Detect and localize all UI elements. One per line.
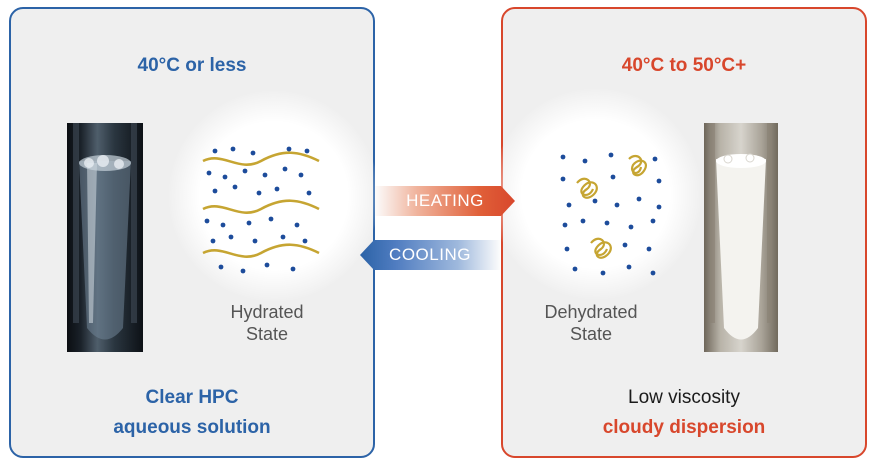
clear-solution-tube-photo xyxy=(67,123,143,352)
cloudy-dispersion-tube-photo xyxy=(704,123,778,352)
right-panel-title: 40°C to 50°C+ xyxy=(621,55,747,76)
left-panel-clear-state: 40°C or less xyxy=(9,7,379,458)
right-caption-line-2: cloudy dispersion xyxy=(602,417,766,438)
right-panel-cloudy-state: 40°C to 50°C+ Dehydrated State xyxy=(491,7,867,458)
right-glow-background xyxy=(491,89,701,299)
cooling-arrow: COOLING xyxy=(360,240,500,270)
left-caption-line-2: aqueous solution xyxy=(113,417,271,438)
dehydrated-polymer-diagram xyxy=(555,149,665,284)
hydrated-state-label: Hydrated State xyxy=(187,301,347,345)
hydrated-polymer-diagram xyxy=(201,145,321,280)
dehydrated-state-line-2: State xyxy=(569,324,613,344)
left-panel-title: 40°C or less xyxy=(137,55,247,76)
cooling-label: COOLING xyxy=(389,245,471,264)
hydrated-state-line-1: Hydrated xyxy=(230,302,304,322)
heating-label: HEATING xyxy=(406,191,484,210)
heating-arrow: HEATING xyxy=(375,186,515,216)
left-glow-background xyxy=(169,91,379,301)
hydrated-state-line-2: State xyxy=(245,324,289,344)
dehydrated-state-label: Dehydrated State xyxy=(511,301,671,345)
left-caption-line-1: Clear HPC xyxy=(145,387,239,408)
right-caption-line-1: Low viscosity xyxy=(628,387,740,408)
dehydrated-state-line-1: Dehydrated xyxy=(544,302,638,322)
